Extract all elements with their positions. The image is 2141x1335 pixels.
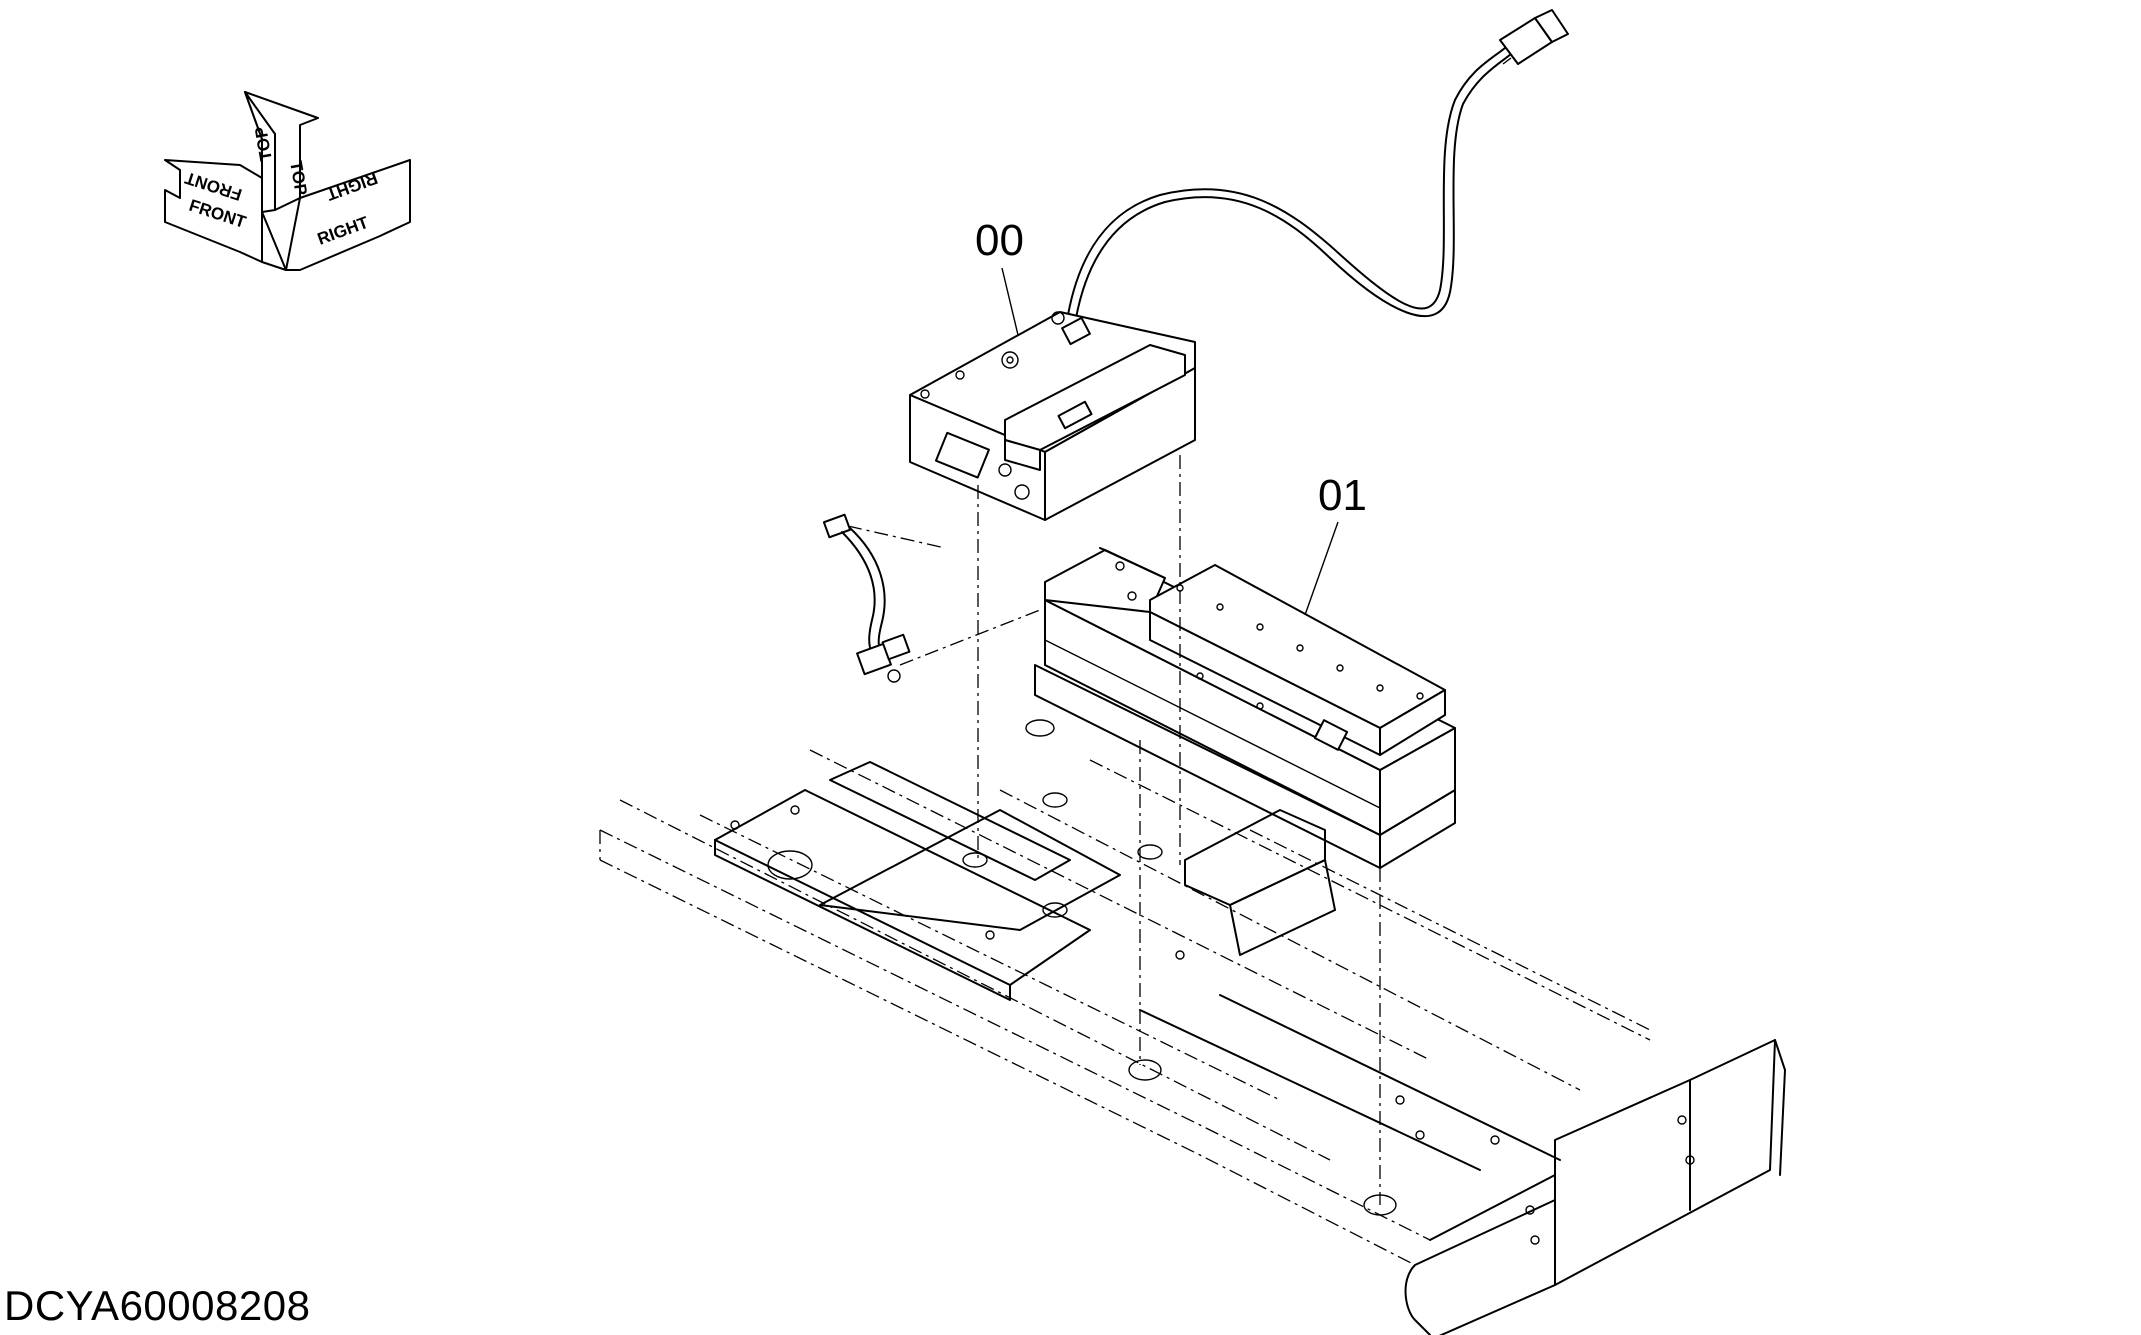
document-id: DCYA60008208 (4, 1282, 311, 1329)
callout-00: 00 (975, 216, 1024, 336)
orientation-indicator: FRONT FRONT TOP TOP RIGHT RIGHT (164, 91, 411, 271)
callout-label-01: 01 (1318, 471, 1367, 520)
controller-unit (909, 311, 1196, 521)
cable-connector-plug (1499, 9, 1569, 65)
sensor-hose (822, 513, 911, 683)
chassis-frame (599, 719, 1786, 1335)
callout-label-00: 00 (975, 216, 1024, 265)
battery-pack (1034, 547, 1456, 869)
power-cable (1067, 9, 1569, 319)
callout-01: 01 (1304, 471, 1367, 616)
assembly-lines (847, 455, 1381, 1205)
